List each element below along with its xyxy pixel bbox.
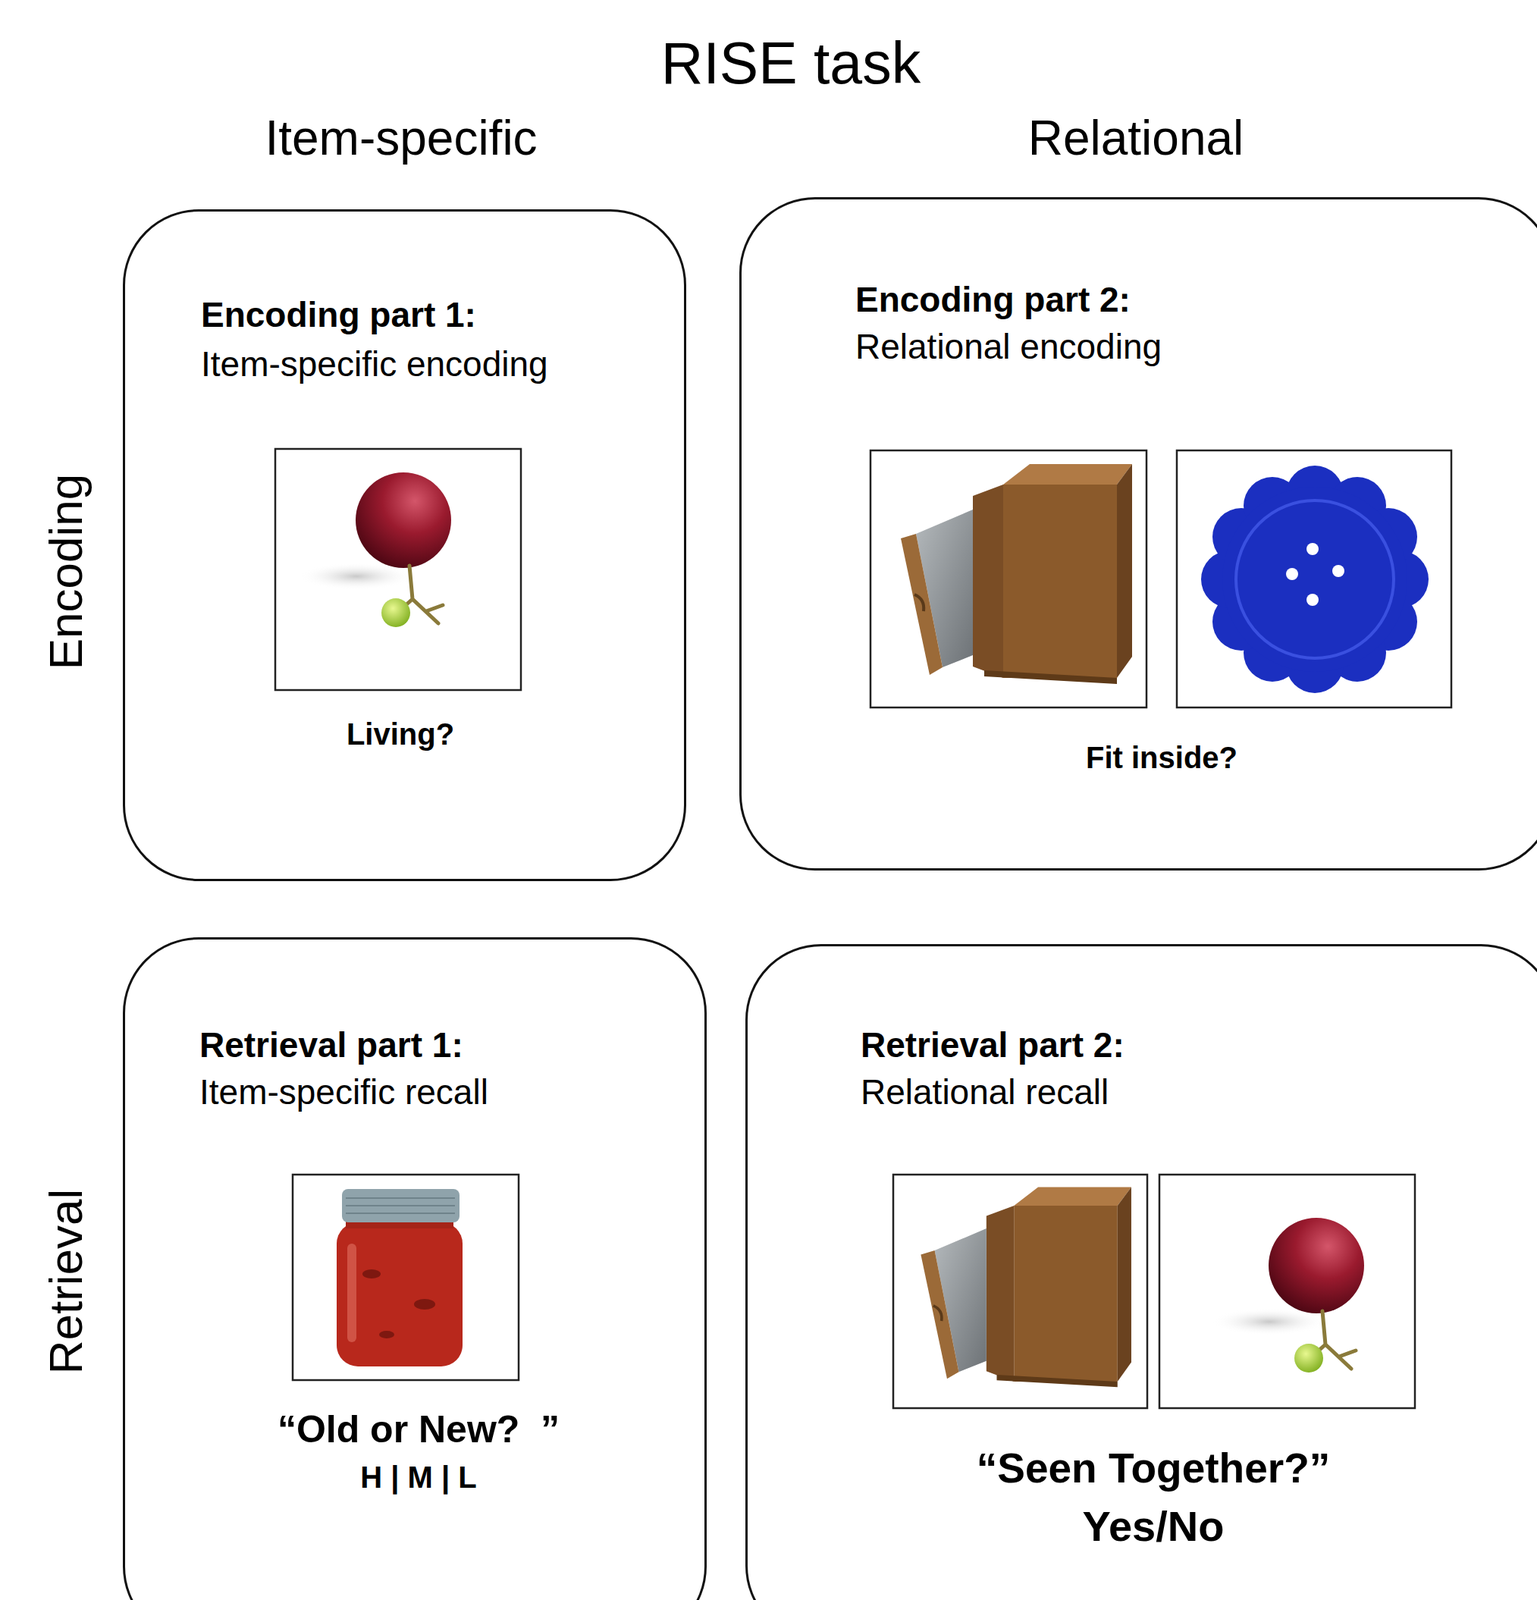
task-question: Living?	[346, 715, 455, 753]
button-hole	[1332, 564, 1345, 578]
panel-subtitle: Relational recall	[860, 1071, 1109, 1114]
jar-highlight	[347, 1243, 357, 1343]
text-slot: Yes/No	[1082, 1500, 1225, 1552]
button-body	[1222, 486, 1408, 672]
text-slot: Living?	[346, 715, 455, 753]
jar-lid	[341, 1188, 460, 1223]
response-options: Yes/No	[1082, 1500, 1225, 1552]
jar-body	[336, 1222, 463, 1367]
picture-frame	[275, 448, 521, 691]
task-question: Fit inside?	[1085, 739, 1238, 776]
button-hole	[1306, 593, 1319, 606]
panel-subtitle: Item-specific encoding	[200, 343, 549, 386]
cabinet-picture	[920, 1186, 1132, 1387]
panel-heading: Retrieval part 1:	[199, 1024, 464, 1067]
cabinet-picture	[900, 464, 1133, 684]
text-slot: Retrieval part 1:	[199, 1024, 464, 1067]
text-slot: Relational encoding	[855, 326, 1162, 368]
task-question: “Seen Together?”	[976, 1442, 1331, 1494]
panel-subtitle: Relational encoding	[855, 326, 1162, 368]
text-slot: Encoding part 1:	[200, 294, 477, 336]
lid-ridges	[345, 1198, 455, 1214]
panel-subtitle: Item-specific recall	[199, 1071, 489, 1114]
response-options: H | M | L	[360, 1458, 477, 1496]
text-slot: Encoding part 2:	[855, 279, 1131, 321]
task-question: “Old or New? ”	[277, 1406, 560, 1453]
picture-frame	[1176, 450, 1452, 708]
diagram-title: RISE task	[661, 28, 921, 98]
column-header: Item-specific	[264, 109, 537, 168]
row-label: Encoding	[37, 473, 95, 671]
grape-picture	[298, 472, 452, 628]
jar-texture	[414, 1298, 436, 1310]
cabinet-picture	[920, 1186, 1132, 1387]
text-slot: H | M | L	[360, 1458, 477, 1496]
picture-frame	[870, 450, 1147, 708]
text-slot: “Old or New? ”	[277, 1406, 560, 1453]
button-hole	[1286, 567, 1299, 581]
grape-picture	[1211, 1217, 1365, 1373]
text-slot: Encoding	[37, 473, 95, 671]
task-panel: Retrieval part 1:Item-specific recall “Ol…	[122, 937, 707, 1600]
text-slot: Relational recall	[860, 1071, 1109, 1114]
button-rim	[1235, 500, 1394, 659]
panel-heading: Retrieval part 2:	[860, 1024, 1125, 1067]
text-slot: Item-specific	[264, 109, 537, 168]
button-picture	[1201, 465, 1429, 694]
task-panel: Encoding part 2: Relational encodingFit i…	[739, 197, 1537, 871]
task-panel: Retrieval part 2:Relational recall “Seen …	[745, 944, 1537, 1600]
text-slot: RISE task	[661, 28, 921, 98]
text-slot: Retrieval part 2:	[860, 1024, 1125, 1067]
text-slot: Item-specific recall	[199, 1071, 489, 1114]
jar-texture	[379, 1330, 395, 1339]
button-hole	[1306, 542, 1319, 556]
text-slot: Retrieval	[37, 1188, 95, 1375]
picture-frame	[893, 1174, 1148, 1409]
text-slot: “Seen Together?”	[976, 1442, 1331, 1494]
cabinet-picture	[900, 464, 1133, 684]
jar-picture	[336, 1188, 463, 1367]
text-slot: Relational	[1028, 109, 1245, 168]
jar-texture	[362, 1269, 381, 1279]
column-header: Relational	[1028, 109, 1245, 168]
picture-frame	[292, 1174, 519, 1381]
picture-frame	[1159, 1174, 1415, 1409]
text-slot: Fit inside?	[1085, 739, 1238, 776]
row-label: Retrieval	[37, 1188, 95, 1375]
panel-heading: Encoding part 2:	[855, 279, 1131, 321]
text-slot: Item-specific encoding	[200, 343, 549, 386]
panel-heading: Encoding part 1:	[200, 294, 477, 336]
task-panel: Encoding part 1: Item-specific encodingLi…	[122, 209, 687, 882]
